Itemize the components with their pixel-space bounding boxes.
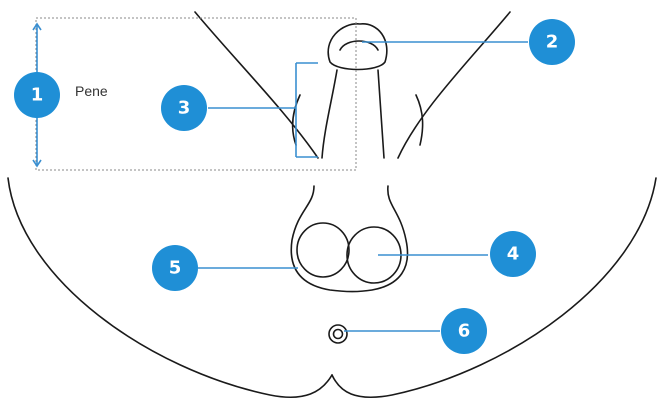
leader-3 — [208, 63, 318, 157]
marker-1-number: 1 — [31, 85, 44, 106]
scrotum — [291, 186, 407, 292]
testicle-left — [297, 223, 349, 277]
marker-2[interactable]: 2 — [529, 19, 575, 65]
marker-5-number: 5 — [169, 258, 182, 279]
marker-4-number: 4 — [507, 244, 520, 265]
marker-6[interactable]: 6 — [441, 308, 487, 354]
marker-1-label: Pene — [75, 83, 108, 99]
penis-shaft — [322, 70, 384, 158]
marker-1[interactable]: 1 — [14, 72, 60, 118]
groin-line-right — [398, 12, 510, 158]
pubic-curve-right — [416, 95, 423, 145]
marker-5[interactable]: 5 — [152, 245, 198, 291]
anus-inner — [334, 330, 343, 339]
marker-2-number: 2 — [546, 32, 559, 53]
penis-glans — [328, 24, 387, 70]
marker-4[interactable]: 4 — [490, 231, 536, 277]
marker-6-number: 6 — [458, 321, 471, 342]
anus-outer — [329, 325, 347, 343]
marker-3-number: 3 — [178, 98, 191, 119]
marker-3[interactable]: 3 — [161, 85, 207, 131]
groin-line-left — [195, 12, 318, 158]
